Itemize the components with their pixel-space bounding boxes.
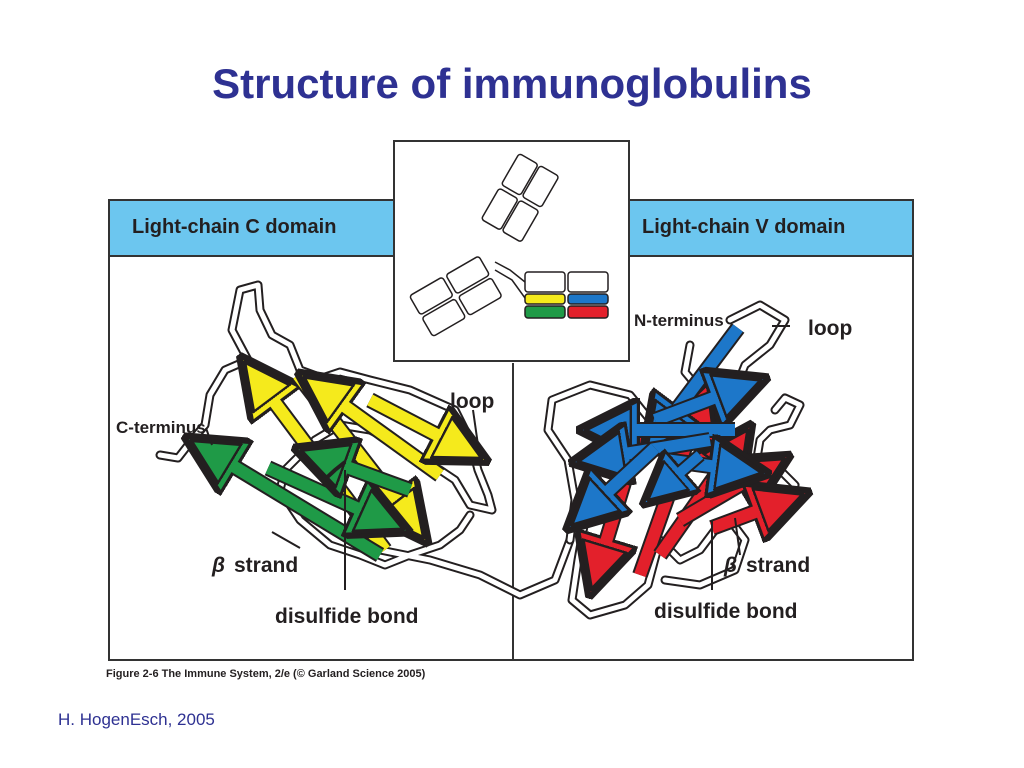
right-loop-label: loop (808, 317, 852, 340)
c-domain-disulfide-mark (320, 460, 347, 484)
left-beta-symbol: β (211, 554, 225, 577)
right-header-band: Light-chain V domain (626, 201, 912, 257)
left-beta-strand-label: strand (234, 554, 298, 577)
c-terminus-label: C-terminus (116, 418, 206, 437)
diagram-labels: C-terminus loop β strand disulfide bond … (116, 311, 852, 628)
left-header-band: Light-chain C domain (110, 201, 396, 257)
antibody-inset-frame (393, 140, 630, 362)
right-beta-symbol: β (723, 554, 737, 577)
left-panel-header: Light-chain C domain (132, 216, 337, 238)
c-domain-green-strands (210, 452, 410, 562)
n-terminus-label: N-terminus (634, 311, 724, 330)
leader-lines (205, 325, 790, 590)
c-domain-backbone (155, 280, 575, 600)
slide-title: Structure of immunoglobulins (212, 60, 812, 107)
panel-divider (512, 363, 514, 661)
right-disulfide-label: disulfide bond (654, 600, 797, 623)
author-credit: H. HogenEsch, 2005 (58, 710, 215, 729)
right-panel-header: Light-chain V domain (642, 216, 846, 238)
left-loop-label: loop (450, 390, 494, 413)
v-domain-blue-strands (588, 323, 740, 510)
right-beta-strand-label: strand (746, 554, 810, 577)
figure-caption: Figure 2-6 The Immune System, 2/e (© Gar… (106, 668, 426, 680)
left-disulfide-label: disulfide bond (275, 605, 418, 628)
